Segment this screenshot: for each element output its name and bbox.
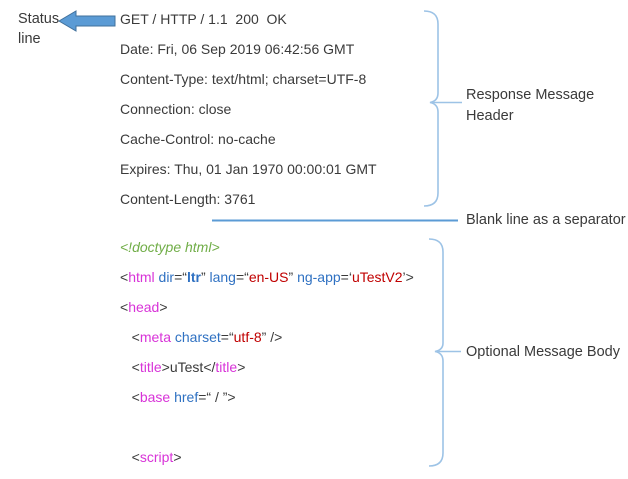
message-body-brace — [428, 238, 444, 467]
header-line: Connection: close — [120, 101, 232, 117]
header-line: Content-Length: 3761 — [120, 191, 256, 207]
header-line: Cache-Control: no-cache — [120, 131, 276, 147]
header-line: Expires: Thu, 01 Jan 1970 00:00:01 GMT — [120, 161, 377, 177]
separator-label: Blank line as a separator — [466, 212, 626, 228]
status-line-label: Status line — [18, 9, 72, 49]
blank-line — [120, 412, 414, 442]
message-body-block: <!doctype html> <html dir=“ltr” lang=“en-… — [120, 232, 414, 472]
code-line: <script> — [120, 449, 182, 465]
status-line-label-word-1: Status — [18, 11, 60, 27]
header-line: Content-Type: text/html; charset=UTF-8 — [120, 71, 367, 87]
status-line-text: GET / HTTP / 1.1 200 OK — [120, 11, 287, 27]
code-line: <head> — [120, 299, 168, 315]
header-line: Date: Fri, 06 Sep 2019 06:42:56 GMT — [120, 41, 355, 57]
body-label: Optional Message Body — [466, 344, 620, 360]
code-line: <meta charset=“utf-8” /> — [120, 329, 283, 345]
response-header-label: Response Message Header — [466, 87, 595, 124]
code-line: <title>uTest</title> — [120, 359, 246, 375]
code-line: <!doctype html> — [120, 239, 220, 255]
http-header-block: GET / HTTP / 1.1 200 OK Date: Fri, 06 Se… — [120, 4, 377, 214]
status-line-label-word-2: line — [18, 31, 41, 47]
response-header-brace — [423, 10, 439, 207]
code-line: <base href=“ / ”> — [120, 389, 236, 405]
code-line: <html dir=“ltr” lang=“en-US” ng-app=‘uTe… — [120, 269, 414, 285]
